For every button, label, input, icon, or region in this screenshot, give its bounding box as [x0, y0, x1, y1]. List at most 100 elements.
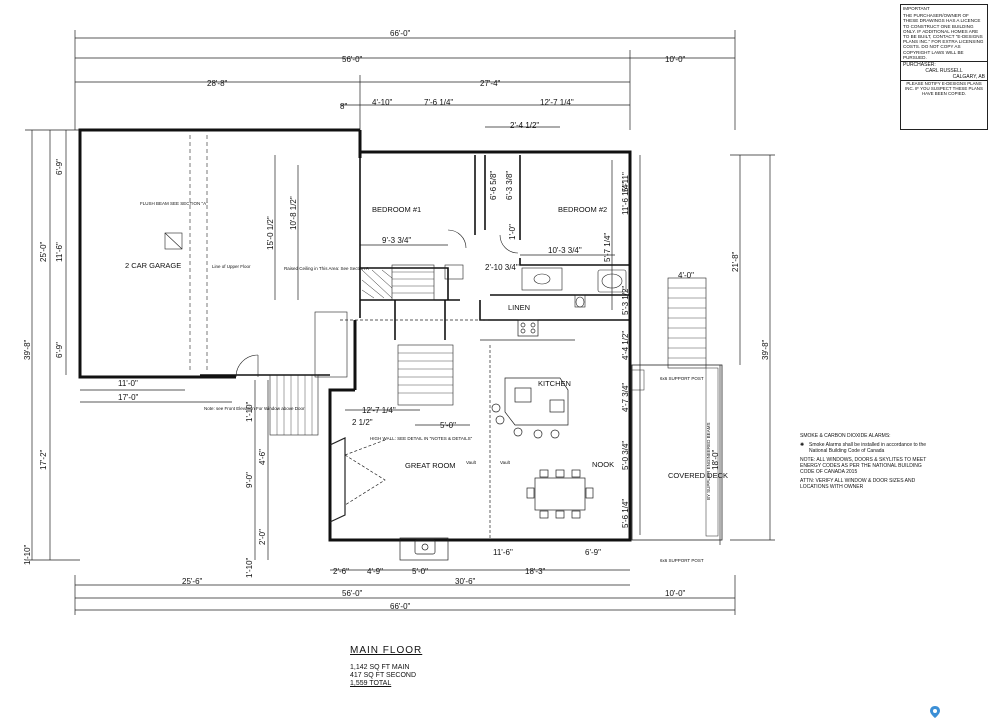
dimension-lines	[25, 30, 775, 615]
dim-bottom-house: 56'-0"	[342, 589, 363, 598]
dim-top-8: 8"	[340, 102, 347, 111]
note-vault-1: Vault	[466, 460, 477, 465]
notice-purchaser-city: CALGARY, AB	[952, 74, 985, 81]
summary-line-1: 1,142 SQ FT MAIN	[350, 664, 410, 671]
dim-left-90: 9'-0"	[245, 472, 254, 488]
dim-left-110b: 1'-10"	[245, 401, 254, 422]
stairs	[269, 264, 707, 436]
note-front-elev: Note: see Front Elevation For Window abo…	[204, 406, 305, 411]
note-supplier-beam: BY SUPPLIER ENGINEERED BEAMS	[706, 423, 711, 500]
exterior-walls	[78, 128, 632, 542]
room-bedroom-1: BEDROOM #1	[372, 205, 421, 214]
dim-bottom-183: 18'-3"	[525, 567, 546, 576]
smoke-alarm-icon: ✺	[800, 442, 805, 448]
dim-left-46: 4'-6"	[258, 449, 267, 465]
dim-left-172: 17'-2"	[39, 449, 48, 470]
dim-int-103: 10'-3 3/4"	[548, 246, 582, 255]
dim-top-deck: 10'-0"	[665, 55, 686, 64]
dining-table	[526, 469, 594, 519]
alarm-line-row: ✺ Smoke Alarms shall be installed in acc…	[800, 442, 930, 454]
dim-int-127: 12'-7 1/4"	[362, 406, 396, 415]
summary-title: MAIN FLOOR	[350, 645, 423, 656]
dim-bottom-garage: 25'-6"	[182, 577, 203, 586]
dim-bottom-49: 4'-9"	[367, 567, 383, 576]
dim-left-398: 39'-8"	[23, 339, 32, 360]
summary-line-2: 417 SQ FT SECOND	[350, 672, 417, 679]
dim-int-511: 5'-11"	[621, 172, 630, 192]
dim-int-108: 10'-8 1/2"	[289, 196, 298, 230]
dim-top-overall: 66'-0"	[390, 29, 411, 38]
alarm-notes: SMOKE & CARBON DIOXIDE ALARMS: ✺ Smoke A…	[800, 433, 930, 490]
dim-int-47: 4'-7 3/4"	[621, 383, 630, 412]
notice-footer: PLEASE NOTIFY E-DESIGNS PLANS INC. IF YO…	[901, 80, 987, 96]
notice-body: THE PURCHASER/OWNER OF THESE DRAWINGS HA…	[903, 13, 984, 60]
dim-int-56: 5'-6 1/4"	[621, 499, 630, 528]
dim-int-66: 6'-6 5/8"	[489, 171, 498, 200]
bedroom-details	[361, 229, 627, 308]
dim-int-93: 9'-3 3/4"	[382, 236, 411, 245]
note-support-post-top: 6x6 SUPPORT POST	[660, 376, 704, 381]
dim-int-116: 11'-6 1/4"	[621, 182, 630, 215]
dim-bottom-50: 5'-0"	[412, 567, 428, 576]
dim-left-69b: 6'-9"	[55, 342, 64, 358]
garage	[164, 135, 259, 378]
dim-top-main: 27'-4"	[480, 79, 501, 88]
dim-int-53: 5'-3 1/2"	[621, 286, 630, 315]
room-garage: 2 CAR GARAGE	[125, 261, 181, 270]
dim-int-5: 5'-0"	[440, 421, 456, 430]
dim-bottom-116: 11'-6"	[493, 548, 513, 557]
dim-left-69a: 6'-9"	[55, 159, 64, 175]
covered-deck	[629, 364, 723, 541]
dim-left-20: 2'-0"	[258, 529, 267, 545]
room-nook: NOOK	[592, 460, 614, 469]
note-high-wall: HIGH WALL: SEE DETAIL IN "NOTES & DETAIL…	[370, 436, 473, 441]
dim-bottom-69: 6'-9"	[585, 548, 601, 557]
notice-purchaser-name: CARL RUSSELL	[925, 68, 963, 75]
copyright-notice: IMPORTANT THE PURCHASER/OWNER OF THESE D…	[900, 4, 988, 130]
dim-bottom-deck: 10'-0"	[665, 589, 686, 598]
great-room	[329, 319, 491, 561]
dim-left-250: 25'-0"	[39, 241, 48, 262]
dim-bottom-26: 2'-6"	[333, 567, 349, 576]
note-raised-ceiling: Raised Ceiling in This Area: See Section…	[284, 266, 369, 271]
labels: 66'-0" 56'-0" 10'-0" 28'-8" 27'-4" 8" 4'…	[23, 29, 770, 611]
dim-int-10: 1'-0"	[508, 224, 517, 240]
location-pin-icon[interactable]	[930, 706, 940, 718]
dim-right-40: 4'-0"	[678, 271, 694, 280]
room-bedroom-2: BEDROOM #2	[558, 205, 607, 214]
note-flush-beam: FLUSH BEAM SEE SECTION "A"	[140, 201, 208, 206]
note-support-post-bottom: 6x6 SUPPORT POST	[660, 558, 704, 563]
dim-int-50: 5'-0 3/4"	[621, 441, 630, 470]
note-vault-2: Vault	[500, 460, 511, 465]
dim-top-garage: 28'-8"	[207, 79, 228, 88]
dim-right-218: 21'-8"	[731, 251, 740, 272]
dim-top-24: 2'-4 1/2"	[510, 121, 539, 130]
alarm-line-2: NOTE: ALL WINDOWS, DOORS & SKYLITES TO M…	[800, 457, 927, 475]
dim-int-44: 4'-4 1/2"	[621, 331, 630, 360]
dim-top-house: 56'-0"	[342, 55, 363, 64]
dim-left-110a: 1'-10"	[23, 544, 32, 565]
dim-top-127: 12'-7 1/4"	[540, 98, 574, 107]
dim-int-150: 15'-0 1/2"	[266, 216, 275, 250]
dim-int-110: 11'-0"	[118, 379, 138, 388]
room-linen: LINEN	[508, 303, 530, 312]
floor-summary: MAIN FLOOR 1,142 SQ FT MAIN 417 SQ FT SE…	[350, 645, 422, 688]
stair-treads	[276, 271, 706, 435]
room-great-room: GREAT ROOM	[405, 461, 456, 470]
alarm-title: SMOKE & CARBON DIOXIDE ALARMS:	[800, 433, 891, 439]
notice-header: IMPORTANT	[903, 6, 930, 11]
dim-int-170: 17'-0"	[118, 393, 139, 402]
note-upper-floor: Line of Upper Floor	[212, 264, 251, 269]
dim-int-57: 5'-7 1/4"	[603, 233, 612, 262]
dim-int-210: 2'-10 3/4"	[485, 263, 519, 272]
dim-right-180: 18'-0"	[711, 449, 720, 470]
dim-int-63: 6'-3 3/8"	[505, 171, 514, 200]
dim-left-110c: 1'-10"	[245, 557, 254, 578]
alarm-line-3: ATTN: VERIFY ALL WINDOW & DOOR SIZES AND…	[800, 478, 916, 490]
dim-left-116: 11'-6"	[55, 242, 64, 262]
room-kitchen: KITCHEN	[538, 379, 571, 388]
kitchen-island	[480, 319, 575, 439]
dim-top-410: 4'-10"	[372, 98, 393, 107]
dim-bottom-main: 30'-6"	[455, 577, 476, 586]
